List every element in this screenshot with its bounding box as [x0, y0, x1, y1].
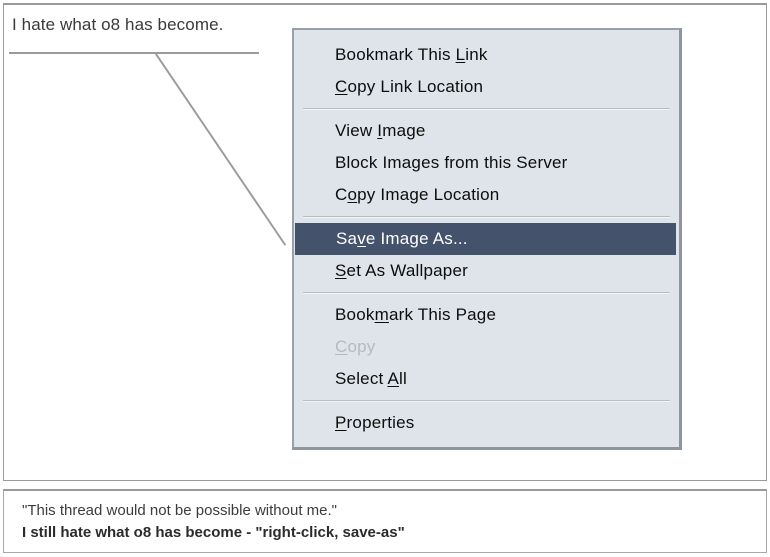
menu-item-label: View: [335, 121, 378, 140]
menu-item-accelerator: A: [387, 369, 399, 388]
page-title: I hate what o8 has become.: [12, 15, 224, 34]
menu-item-accelerator: L: [455, 45, 466, 64]
menu-item-label: opy: [347, 337, 376, 356]
caption-panel: "This thread would not be possible witho…: [3, 489, 767, 553]
menu-item-label: Block Images from this Server: [335, 153, 568, 172]
menu-item-accelerator: S: [335, 261, 347, 280]
menu-item-copy-link-location[interactable]: Copy Link Location: [294, 71, 679, 103]
horizontal-rule: [9, 52, 259, 54]
menu-item-bookmark-this-page[interactable]: Bookmark This Page: [294, 299, 679, 331]
menu-item-label: Book: [335, 305, 375, 324]
menu-item-accelerator: I: [377, 121, 383, 140]
caption-line-1: "This thread would not be possible witho…: [22, 502, 337, 519]
menu-item-properties[interactable]: Properties: [294, 407, 679, 439]
menu-item-save-image-as[interactable]: Save Image As...: [295, 223, 676, 255]
image-panel: I hate what o8 has become. Bookmark This…: [3, 3, 767, 481]
menu-item-set-as-wallpaper[interactable]: Set As Wallpaper: [294, 255, 679, 287]
menu-item-label: Sa: [336, 229, 358, 248]
menu-item-label: e Image As...: [365, 229, 468, 248]
menu-item-accelerator: o: [347, 185, 358, 204]
menu-item-copy: Copy: [294, 331, 679, 363]
menu-separator: [303, 108, 670, 110]
menu-separator: [303, 400, 670, 402]
menu-item-label: ark This Page: [388, 305, 497, 324]
menu-item-view-image[interactable]: View Image: [294, 115, 679, 147]
menu-item-accelerator: v: [357, 229, 366, 248]
menu-separator: [303, 216, 670, 218]
caption-line-2: I still hate what o8 has become - "right…: [22, 524, 405, 541]
menu-item-accelerator: C: [335, 77, 348, 96]
menu-item-accelerator: C: [335, 337, 348, 356]
menu-item-label: C: [335, 185, 348, 204]
menu-item-copy-image-location[interactable]: Copy Image Location: [294, 179, 679, 211]
menu-separator: [303, 292, 670, 294]
menu-item-accelerator: P: [335, 413, 347, 432]
menu-item-bookmark-this-link[interactable]: Bookmark This Link: [294, 39, 679, 71]
menu-item-label: py Image Location: [357, 185, 500, 204]
menu-item-label: mage: [382, 121, 426, 140]
pointer-line-icon: [155, 53, 287, 246]
menu-item-accelerator: m: [374, 305, 389, 324]
menu-item-label: Bookmark This: [335, 45, 456, 64]
menu-item-label: roperties: [346, 413, 415, 432]
menu-item-select-all[interactable]: Select All: [294, 363, 679, 395]
menu-item-label: ll: [398, 369, 407, 388]
menu-item-block-images-from-this-server[interactable]: Block Images from this Server: [294, 147, 679, 179]
menu-item-label: opy Link Location: [347, 77, 484, 96]
menu-item-label: Select: [335, 369, 388, 388]
menu-item-label: et As Wallpaper: [346, 261, 468, 280]
menu-item-label: ink: [465, 45, 488, 64]
